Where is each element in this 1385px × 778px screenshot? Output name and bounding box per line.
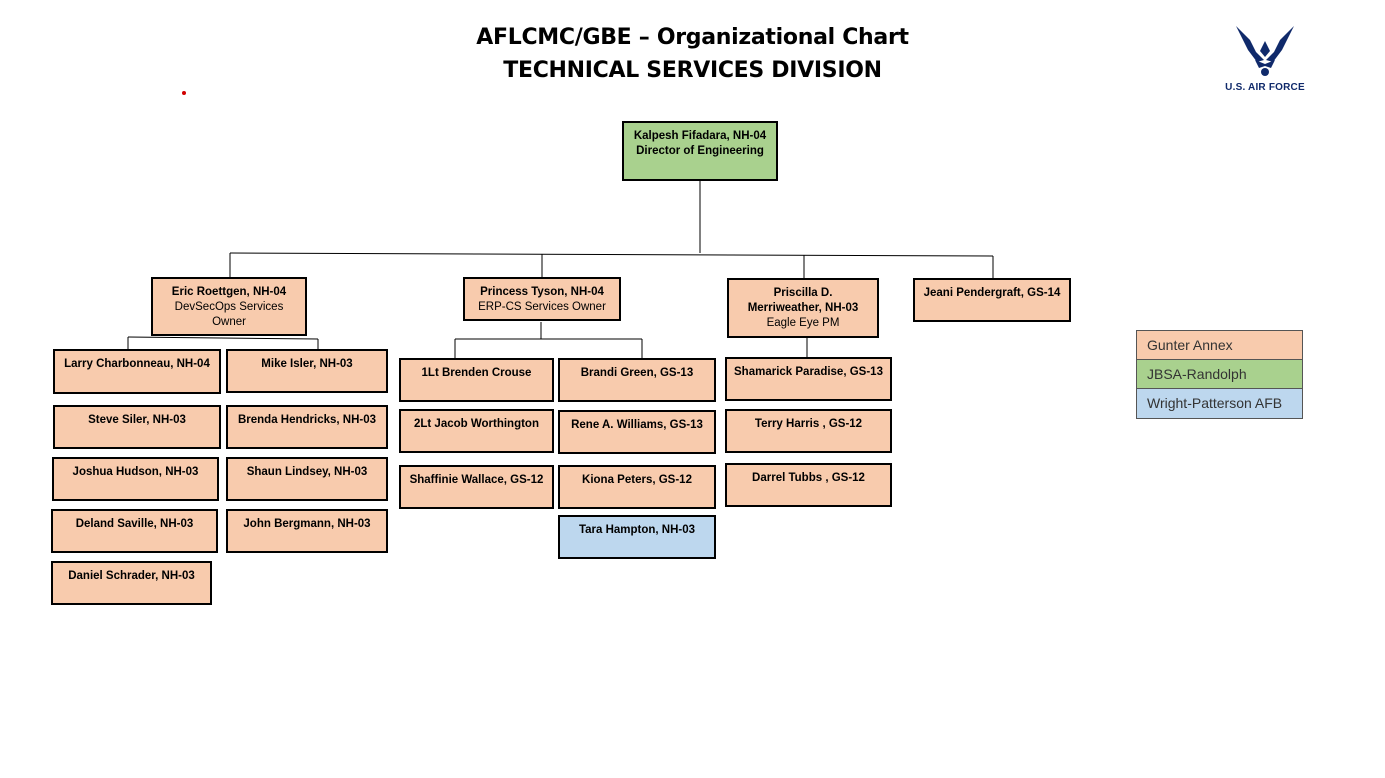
member-name: Shaun Lindsey, NH-03	[246, 466, 368, 478]
member-name: Joshua Hudson, NH-03	[72, 466, 199, 478]
branch1-lead-name: Eric Roettgen, NH-04	[171, 286, 287, 298]
air-force-logo: U.S. AIR FORCE	[1218, 24, 1312, 96]
member-box: Kiona Peters, GS-12	[558, 465, 716, 509]
member-name: Kiona Peters, GS-12	[582, 474, 692, 486]
red-dot-mark	[182, 91, 186, 95]
member-box: Mike Isler, NH-03	[226, 349, 388, 393]
member-box: Terry Harris , GS-12	[725, 409, 892, 453]
legend-item-wright-patterson: Wright-Patterson AFB	[1137, 389, 1302, 418]
branch2-lead-box: Princess Tyson, NH-04 ERP-CS Services Ow…	[463, 277, 621, 321]
legend-item-gunter-annex: Gunter Annex	[1137, 331, 1302, 360]
member-name: Daniel Schrader, NH-03	[68, 570, 195, 582]
member-name: 1Lt Brenden Crouse	[421, 367, 532, 379]
member-name: Steve Siler, NH-03	[88, 414, 186, 426]
member-box: Larry Charbonneau, NH-04	[53, 349, 221, 394]
member-name: Deland Saville, NH-03	[75, 518, 194, 530]
member-name: Darrel Tubbs , GS-12	[752, 472, 865, 484]
branch3-lead-box: Priscilla D. Merriweather, NH-03 Eagle E…	[727, 278, 879, 338]
member-name: Larry Charbonneau, NH-04	[64, 358, 210, 370]
member-name: Brandi Green, GS-13	[580, 367, 694, 379]
branch3-lead-name: Priscilla D. Merriweather, NH-03	[747, 287, 859, 314]
member-name: Rene A. Williams, GS-13	[571, 419, 703, 431]
branch1-lead-box: Eric Roettgen, NH-04 DevSecOps Services …	[151, 277, 307, 336]
member-box: Shaun Lindsey, NH-03	[226, 457, 388, 501]
member-box: John Bergmann, NH-03	[226, 509, 388, 553]
director-role: Director of Engineering	[636, 145, 764, 157]
member-name: Brenda Hendricks, NH-03	[237, 414, 377, 426]
branch2-lead-name: Princess Tyson, NH-04	[480, 286, 604, 298]
legend-item-jbsa-randolph: JBSA-Randolph	[1137, 360, 1302, 389]
location-legend: Gunter Annex JBSA-Randolph Wright-Patter…	[1136, 330, 1303, 419]
member-box: 1Lt Brenden Crouse	[399, 358, 554, 402]
member-box: Steve Siler, NH-03	[53, 405, 221, 449]
member-name: Shamarick Paradise, GS-13	[734, 366, 883, 378]
branch3-lead-role: Eagle Eye PM	[766, 317, 840, 329]
chart-subtitle: TECHNICAL SERVICES DIVISION	[503, 58, 882, 83]
member-name: Shaffinie Wallace, GS-12	[409, 474, 544, 486]
air-force-wings-icon	[1236, 26, 1294, 76]
member-box: Daniel Schrader, NH-03	[51, 561, 212, 605]
member-box: Shaffinie Wallace, GS-12	[399, 465, 554, 509]
director-name: Kalpesh Fifadara, NH-04	[633, 130, 767, 142]
branch4-lead-box: Jeani Pendergraft, GS-14	[913, 278, 1071, 322]
member-box: Rene A. Williams, GS-13	[558, 410, 716, 454]
member-box: Joshua Hudson, NH-03	[52, 457, 219, 501]
member-box: Shamarick Paradise, GS-13	[725, 357, 892, 401]
member-box: Deland Saville, NH-03	[51, 509, 218, 553]
branch4-lead-name: Jeani Pendergraft, GS-14	[923, 287, 1061, 299]
chart-title: AFLCMC/GBE – Organizational Chart	[476, 25, 909, 50]
member-name: Tara Hampton, NH-03	[578, 524, 696, 536]
member-box: Brandi Green, GS-13	[558, 358, 716, 402]
branch2-lead-role: ERP-CS Services Owner	[478, 301, 606, 313]
member-box: Tara Hampton, NH-03	[558, 515, 716, 559]
member-name: Terry Harris , GS-12	[754, 418, 863, 430]
member-name: John Bergmann, NH-03	[243, 518, 371, 530]
branch1-lead-role: DevSecOps Services Owner	[174, 301, 284, 328]
member-box: 2Lt Jacob Worthington	[399, 409, 554, 453]
logo-text: U.S. AIR FORCE	[1225, 82, 1305, 93]
member-name: Mike Isler, NH-03	[261, 358, 353, 370]
member-box: Darrel Tubbs , GS-12	[725, 463, 892, 507]
director-box: Kalpesh Fifadara, NH-04 Director of Engi…	[622, 121, 778, 181]
member-name: 2Lt Jacob Worthington	[413, 418, 539, 430]
member-box: Brenda Hendricks, NH-03	[226, 405, 388, 449]
